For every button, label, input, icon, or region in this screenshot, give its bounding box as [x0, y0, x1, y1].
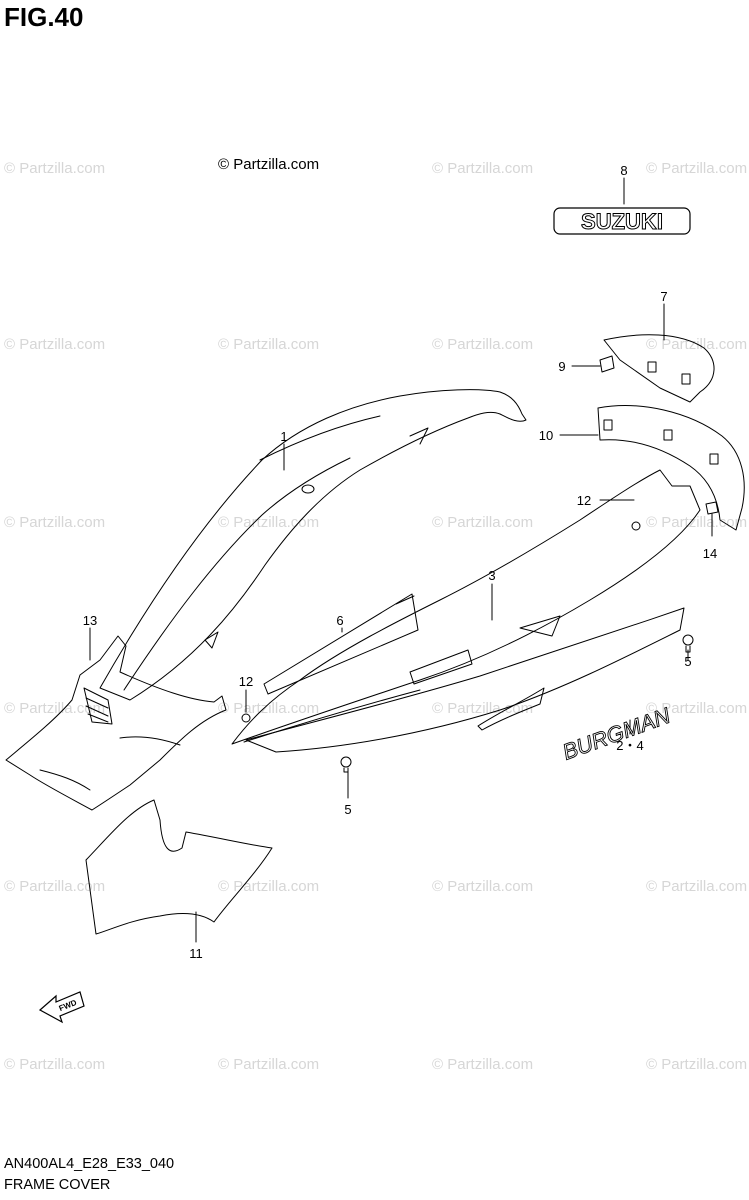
- watermark: © Partzilla.com: [4, 160, 106, 177]
- figure-title: FIG.40: [4, 2, 84, 32]
- watermark: © Partzilla.com: [646, 700, 748, 717]
- watermark: © Partzilla.com: [432, 878, 534, 895]
- watermark: © Partzilla.com: [432, 160, 534, 177]
- watermark: © Partzilla.com: [218, 336, 320, 353]
- callout-3: 3: [488, 568, 495, 583]
- leader-lines: [89, 177, 713, 943]
- part-7-rear-cover-top: [603, 334, 715, 403]
- part-3-rear-side-cover: [231, 469, 701, 745]
- part-11-under-panel: [85, 799, 273, 935]
- callout-10: 10: [539, 428, 553, 443]
- watermark: © Partzilla.com: [218, 878, 320, 895]
- callout-2-4: 2・4: [616, 738, 643, 753]
- watermark: © Partzilla.com: [646, 1056, 748, 1073]
- part-13-front-lower-cover: [5, 635, 227, 811]
- part-8-suzuki-emblem: SUZUKI: [553, 207, 691, 235]
- callouts: 8 7 9 10 12 14 5 1 3 6 13 12 5 11 2・4: [83, 163, 717, 961]
- callout-7: 7: [660, 289, 667, 304]
- fastener-5-b: [340, 756, 352, 773]
- watermark: © Partzilla.com: [432, 514, 534, 531]
- burgman-logo-text: BURGMAN: [559, 703, 673, 765]
- model-code: AN400AL4_E28_E33_040: [4, 1156, 175, 1172]
- callout-13: 13: [83, 613, 97, 628]
- fastener-5-a: [682, 634, 694, 653]
- clip-9: [599, 355, 615, 373]
- callout-8: 8: [620, 163, 627, 178]
- watermark: © Partzilla.com: [646, 514, 748, 531]
- burgman-emblem: BURGMAN: [559, 702, 674, 765]
- watermark: © Partzilla.com: [432, 700, 534, 717]
- part-6-side-strip: [263, 593, 419, 695]
- copyright-credit: © Partzilla.com: [218, 156, 320, 173]
- watermark: © Partzilla.com: [218, 514, 320, 531]
- callout-9: 9: [558, 359, 565, 374]
- watermark: © Partzilla.com: [646, 336, 748, 353]
- watermark: © Partzilla.com: [432, 1056, 534, 1073]
- watermark: © Partzilla.com: [4, 700, 106, 717]
- fastener-12-a: [631, 521, 641, 531]
- watermark: © Partzilla.com: [4, 514, 106, 531]
- callout-12: 12: [577, 493, 591, 508]
- watermark: © Partzilla.com: [646, 160, 748, 177]
- watermark: © Partzilla.com: [432, 336, 534, 353]
- part-2-4-lower-cover: [245, 607, 685, 753]
- suzuki-logo-text: SUZUKI: [581, 209, 663, 234]
- clip-14: [705, 501, 719, 515]
- callout-12: 12: [239, 674, 253, 689]
- part-10-rear-cover: [597, 405, 745, 531]
- callout-1: 1: [280, 429, 287, 444]
- watermark: © Partzilla.com: [4, 878, 106, 895]
- callout-11: 11: [189, 946, 203, 961]
- callout-14: 14: [703, 546, 717, 561]
- watermark: © Partzilla.com: [218, 1056, 320, 1073]
- callout-6: 6: [336, 613, 343, 628]
- figure-caption: FRAME COVER: [4, 1177, 111, 1193]
- watermark: © Partzilla.com: [218, 700, 320, 717]
- watermark: © Partzilla.com: [4, 1056, 106, 1073]
- fwd-arrow-icon: FWD: [38, 991, 85, 1024]
- fastener-12-b: [241, 713, 251, 723]
- part-1-frame-cover: [99, 389, 527, 701]
- callout-5: 5: [344, 802, 351, 817]
- watermark: © Partzilla.com: [4, 336, 106, 353]
- watermark: © Partzilla.com: [646, 878, 748, 895]
- callout-5: 5: [684, 654, 691, 669]
